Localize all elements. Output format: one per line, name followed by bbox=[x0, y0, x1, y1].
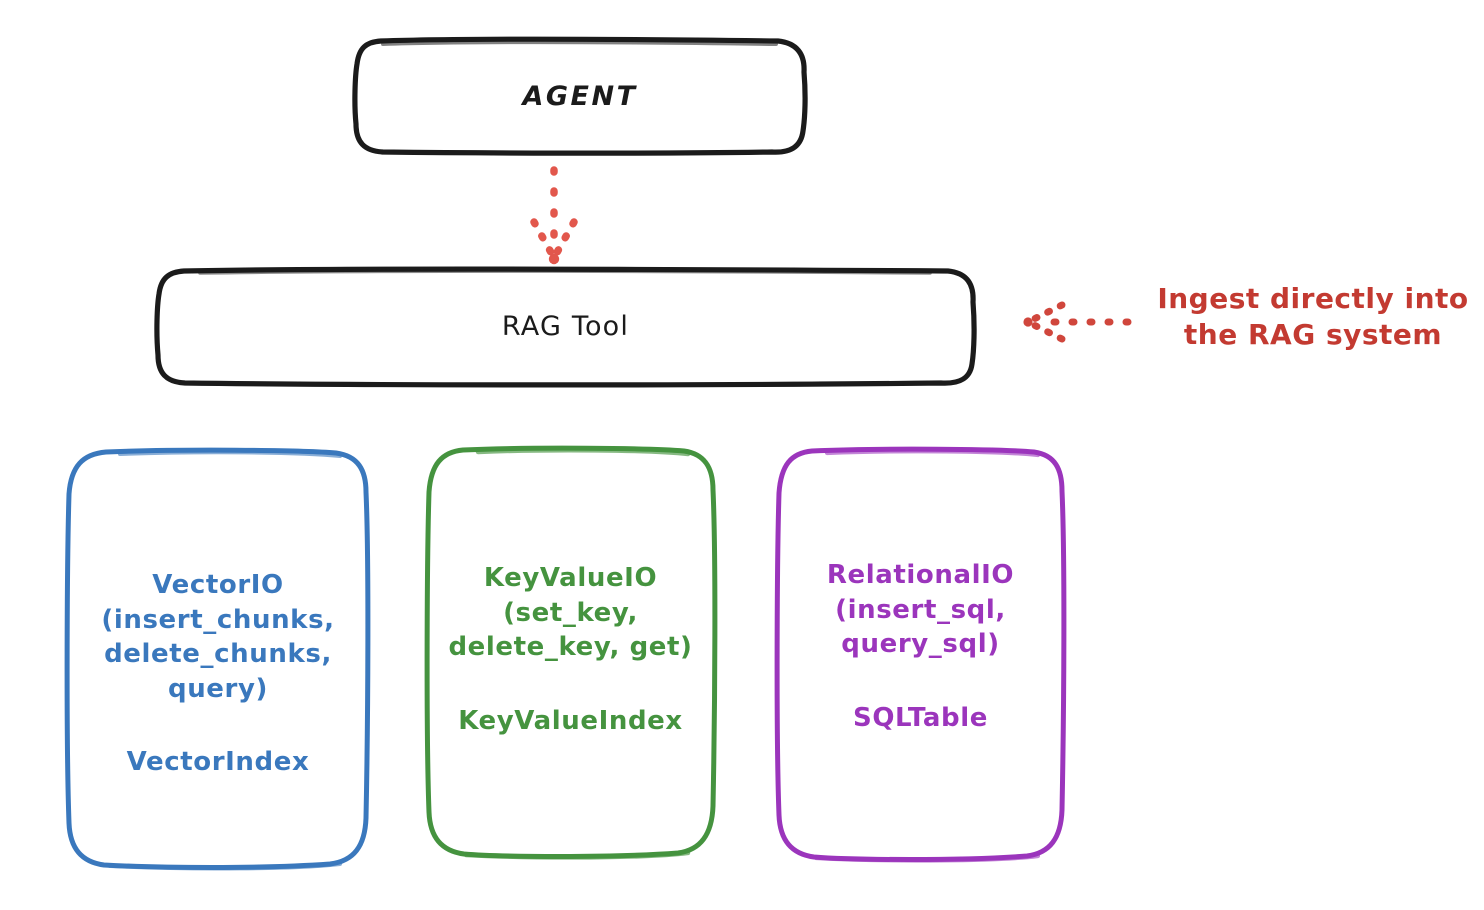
key-value-io-index-label: KeyValueIndex bbox=[458, 705, 683, 736]
agent-label: AGENT bbox=[522, 80, 638, 112]
vector-io-node[interactable]: VectorIO (insert_chunks, delete_chunks, … bbox=[68, 455, 368, 865]
rag-tool-node[interactable]: RAG Tool bbox=[157, 270, 974, 384]
relational-io-node[interactable]: RelationalIO (insert_sql, query_sql) SQL… bbox=[778, 452, 1063, 852]
rag-tool-label: RAG Tool bbox=[501, 311, 630, 343]
key-value-io-node[interactable]: KeyValueIO (set_key, delete_key, get) Ke… bbox=[428, 452, 713, 852]
relational-io-index-label: SQLTable bbox=[853, 702, 988, 733]
ingest-annotation-text: Ingest directly into the RAG system bbox=[1157, 282, 1469, 352]
key-value-io-api-label: KeyValueIO (set_key, delete_key, get) bbox=[448, 563, 693, 663]
relational-io-api-label: RelationalIO (insert_sql, query_sql) bbox=[826, 560, 1015, 660]
agent-to-ragtool-arrow bbox=[530, 166, 578, 265]
ingest-to-ragtool-arrow bbox=[1023, 301, 1132, 343]
agent-node[interactable]: AGENT bbox=[355, 40, 805, 153]
vector-io-api-label: VectorIO (insert_chunks, delete_chunks, … bbox=[101, 569, 335, 704]
vector-io-index-label: VectorIndex bbox=[126, 747, 310, 778]
